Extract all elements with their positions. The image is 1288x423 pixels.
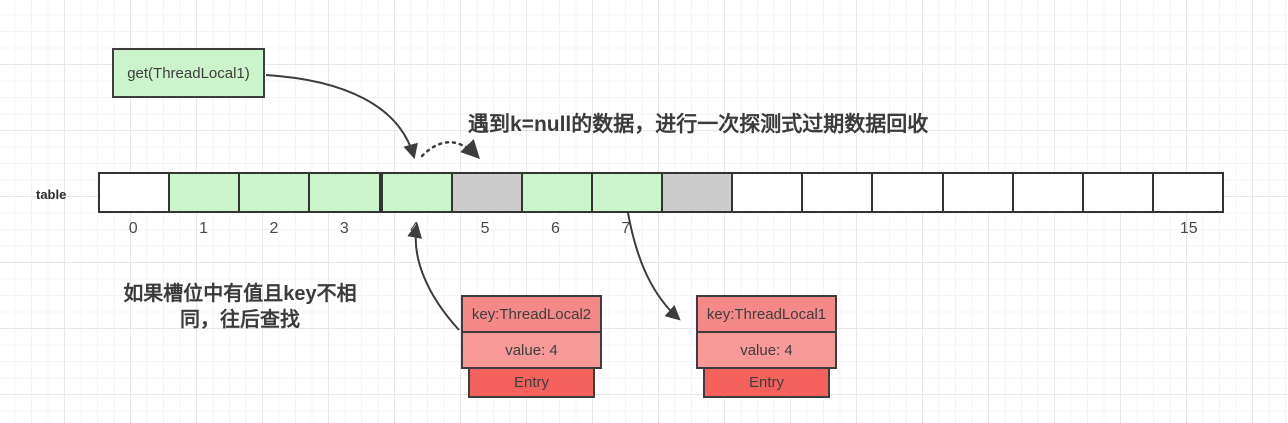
slot-index-label-5: 5	[480, 220, 490, 237]
entry-box-threadlocal2: key:ThreadLocal2 value: 4 Entry	[461, 295, 602, 398]
table-cell-12-empty	[943, 174, 1014, 211]
slot-index-label-7: 7	[621, 220, 631, 237]
entry2-value-row: value: 4	[461, 331, 602, 369]
table-cell-2-occupied	[240, 174, 311, 211]
arrow-entry2-to-slot4	[407, 222, 460, 331]
slot-index-label-4: 4	[410, 220, 420, 237]
slot-index-label-10	[802, 220, 872, 240]
linear-probe-note-line2: 同，往后查找	[180, 309, 300, 331]
entry2-key-row: key:ThreadLocal2	[461, 295, 602, 333]
table-cell-13-empty	[1013, 174, 1084, 211]
table-label: table	[36, 187, 67, 202]
linear-probe-note: 如果槽位中有值且key不相 同，往后查找	[100, 281, 380, 333]
hash-table	[98, 172, 1224, 213]
slot-index-label-13	[1013, 220, 1083, 240]
table-cell-4-occupied	[380, 174, 453, 211]
table-cell-0-empty	[100, 174, 171, 211]
slot-index-label-11	[872, 220, 942, 240]
table-cell-7-occupied	[592, 174, 663, 211]
arrow-probe-slot4-to-slot5	[420, 139, 480, 160]
arrow-get-to-slot4	[265, 74, 418, 160]
table-cell-3-occupied	[310, 174, 381, 211]
slot-index-label-2: 2	[269, 220, 279, 237]
entry-box-threadlocal1: key:ThreadLocal1 value: 4 Entry	[696, 295, 837, 398]
table-cell-5-stale	[452, 174, 523, 211]
table-cell-6-occupied	[522, 174, 593, 211]
slot-index-label-12	[943, 220, 1013, 240]
slot-index-label-14	[1083, 220, 1153, 240]
linear-probe-note-line1: 如果槽位中有值且key不相	[123, 283, 357, 305]
get-threadlocal1-label: get(ThreadLocal1)	[127, 64, 250, 82]
table-cell-9-empty	[733, 174, 804, 211]
slot-index-row: 0 1 2 3 4 5 6 7 15	[98, 220, 1224, 240]
probe-cleanup-note: 遇到k=null的数据，进行一次探测式过期数据回收	[468, 113, 929, 136]
slot-index-label-3: 3	[339, 220, 349, 237]
table-cell-8-stale	[663, 174, 734, 211]
slot-index-label-9	[731, 220, 801, 240]
get-threadlocal1-box: get(ThreadLocal1)	[112, 48, 265, 98]
slot-index-label-0: 0	[128, 220, 138, 237]
table-cell-14-empty	[1083, 174, 1154, 211]
slot-index-label-6: 6	[550, 220, 560, 237]
entry2-tag-row: Entry	[468, 367, 595, 398]
entry1-key-row: key:ThreadLocal1	[696, 295, 837, 333]
slot-index-label-1: 1	[199, 220, 209, 237]
table-cell-15-empty	[1153, 174, 1222, 211]
table-cell-11-empty	[873, 174, 944, 211]
entry1-value-row: value: 4	[696, 331, 837, 369]
slot-index-label-8	[661, 220, 731, 240]
slot-index-label-15: 15	[1179, 220, 1198, 237]
table-cell-1-occupied	[170, 174, 241, 211]
entry1-tag-row: Entry	[703, 367, 830, 398]
table-cell-10-empty	[803, 174, 874, 211]
